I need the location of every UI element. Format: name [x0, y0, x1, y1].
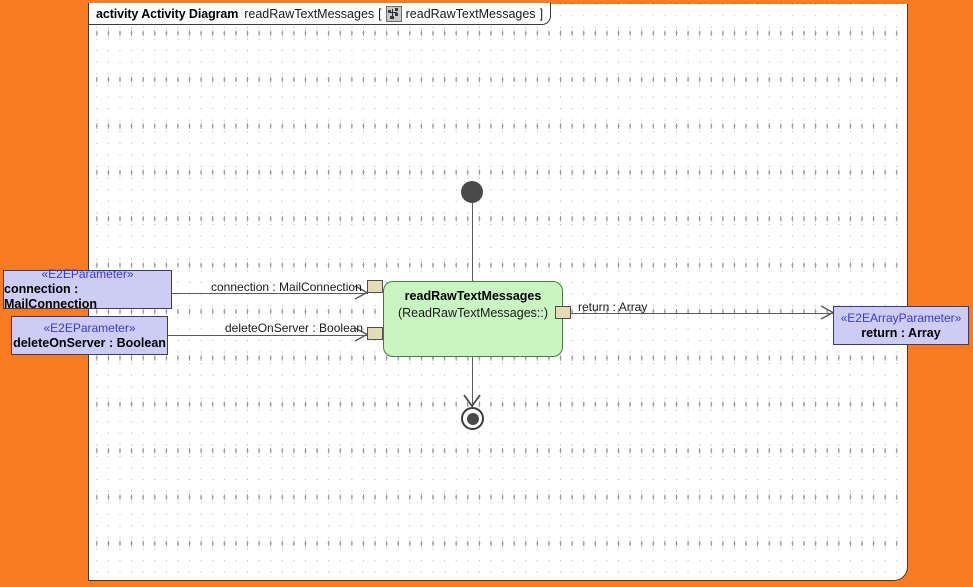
deleteonserver-input-pin[interactable]: [367, 327, 383, 340]
edge-label-return: return : Array: [578, 300, 648, 314]
activity-diagram-icon: [385, 5, 402, 22]
activity-node-title: readRawTextMessages: [404, 289, 542, 303]
diagram-kind-label: activity Activity Diagram: [96, 6, 239, 21]
return-output-pin[interactable]: [555, 306, 571, 319]
edge-label-deleteonserver: deleteOnServer : Boolean: [225, 321, 364, 335]
parameter-node-deleteonserver[interactable]: «E2EParameter» deleteOnServer : Boolean: [11, 316, 168, 355]
edge-deleteonserver-to-pin: [168, 334, 368, 336]
parameter-name: connection : MailConnection: [4, 282, 98, 311]
parameter-name: deleteOnServer : Boolean: [13, 335, 166, 350]
edge-pin-to-return: [571, 312, 834, 314]
initial-node[interactable]: [461, 181, 483, 203]
edge-connection-to-pin: [172, 292, 368, 294]
parameter-node-return[interactable]: «E2EArrayParameter» return : Array: [833, 306, 969, 345]
diagram-name-label: readRawTextMessages: [244, 6, 375, 21]
activity-node-qualifier: (ReadRawTextMessages::): [397, 306, 549, 320]
arrowhead-final: [463, 394, 481, 408]
activity-final-node[interactable]: [461, 407, 484, 430]
parameter-stereotype: «E2EParameter»: [41, 267, 134, 281]
parameter-stereotype: «E2EParameter»: [43, 320, 136, 335]
activity-node-readrawtextmessages[interactable]: readRawTextMessages (ReadRawTextMessages…: [383, 281, 563, 357]
connection-input-pin[interactable]: [367, 280, 383, 293]
diagram-frame-header[interactable]: activity Activity Diagram readRawTextMes…: [88, 3, 552, 25]
edge-activity-to-final: [471, 356, 473, 408]
parameter-node-connection[interactable]: «E2EParameter» connection : MailConnecti…: [3, 267, 172, 311]
parameter-name: return : Array: [861, 325, 941, 340]
edge-initial-to-activity: [471, 200, 473, 282]
edge-label-connection: connection : MailConnection: [211, 280, 362, 294]
diagram-qualified-name: readRawTextMessages: [405, 6, 536, 21]
parameter-stereotype: «E2EArrayParameter»: [840, 310, 962, 325]
bracket-close: ]: [539, 6, 544, 21]
bracket-open: [: [378, 6, 382, 21]
